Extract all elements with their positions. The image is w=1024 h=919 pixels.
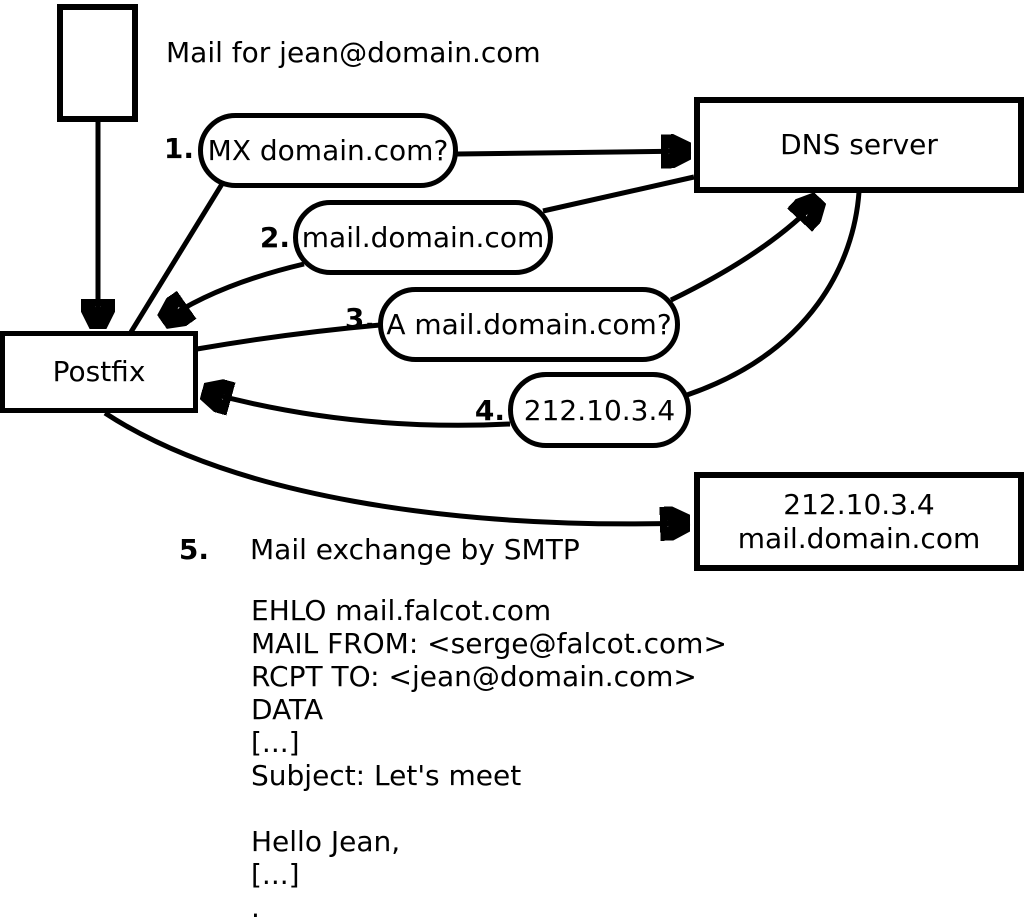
dns-server-label: DNS server xyxy=(780,128,938,161)
arrow-a-query-to-dns xyxy=(669,198,820,303)
step-3-bubble: A mail.domain.com? xyxy=(378,287,680,362)
diagram-title: Mail for jean@domain.com xyxy=(166,36,541,69)
mail-server-node: 212.10.3.4 mail.domain.com xyxy=(694,472,1024,571)
step-2-bubble: mail.domain.com xyxy=(293,200,553,275)
step-1-bubble: MX domain.com? xyxy=(198,113,458,188)
step-3-number: 3. xyxy=(344,302,375,335)
mail-server-ip: 212.10.3.4 xyxy=(783,487,935,521)
line-dns-to-a-answer xyxy=(686,191,862,398)
arrow-mx-answer-to-postfix xyxy=(162,261,305,322)
dns-server-node: DNS server xyxy=(694,97,1024,193)
mail-message-box xyxy=(57,4,138,122)
step-4-bubble: 212.10.3.4 xyxy=(508,372,691,448)
step-5-label: Mail exchange by SMTP xyxy=(250,533,580,566)
step-5-number: 5. xyxy=(178,533,209,566)
step-2-label: mail.domain.com xyxy=(301,221,545,254)
arrow-smtp-exchange xyxy=(103,410,690,524)
postfix-label: Postfix xyxy=(52,355,146,388)
step-4-number: 4. xyxy=(474,394,505,427)
line-postfix-to-mx-query xyxy=(128,182,225,334)
step-1-number: 1. xyxy=(163,132,194,165)
postfix-node: Postfix xyxy=(0,331,198,413)
step-3-label: A mail.domain.com? xyxy=(386,308,672,341)
arrow-mx-query-to-dns xyxy=(456,151,691,154)
step-1-label: MX domain.com? xyxy=(207,134,449,167)
line-postfix-to-a-query xyxy=(196,322,381,352)
step-4-label: 212.10.3.4 xyxy=(523,393,676,427)
arrow-a-answer-to-postfix xyxy=(202,391,511,428)
step-2-number: 2. xyxy=(259,221,290,254)
smtp-session-text: EHLO mail.falcot.com MAIL FROM: <serge@f… xyxy=(251,594,727,919)
mail-server-hostname: mail.domain.com xyxy=(737,521,981,555)
line-dns-to-mx-answer xyxy=(542,174,695,214)
